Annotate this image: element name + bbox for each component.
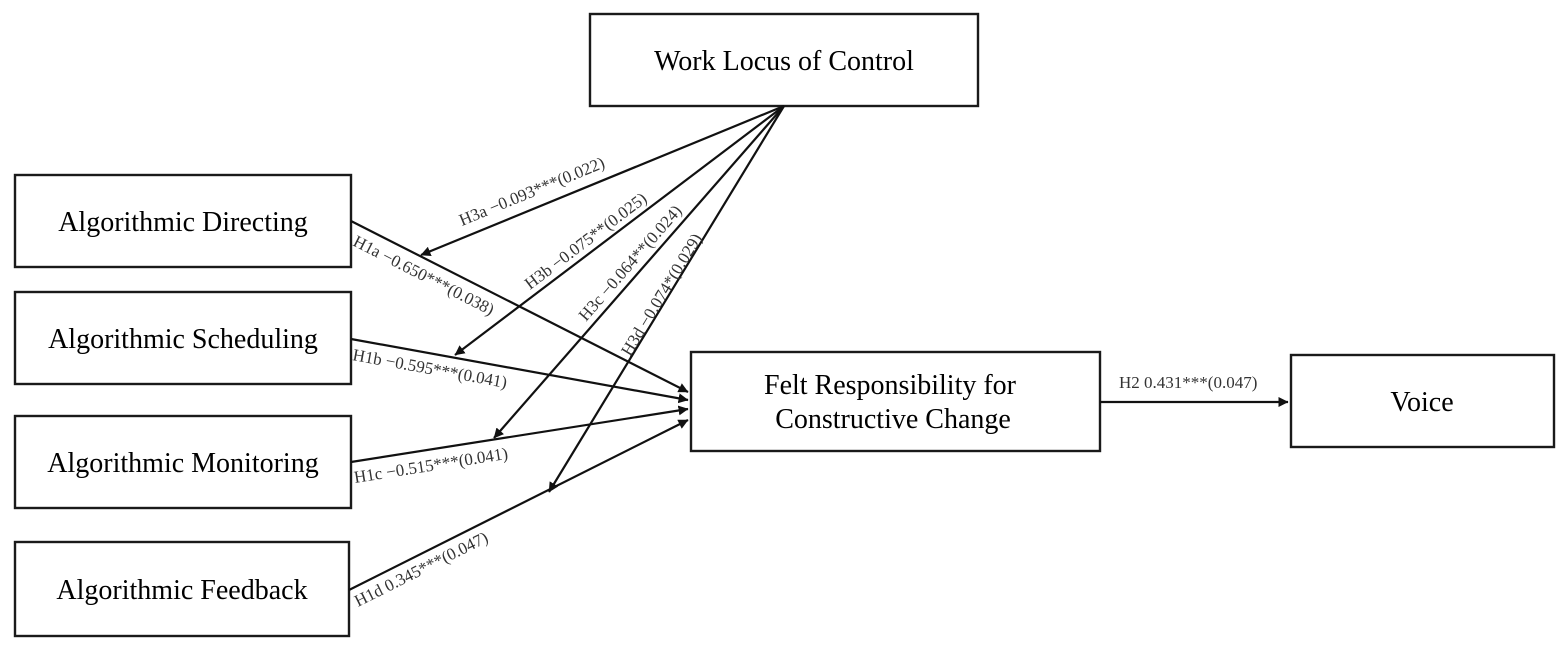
node-voice-label: Voice xyxy=(1390,387,1453,418)
node-algorithmic-scheduling-label: Algorithmic Scheduling xyxy=(48,324,318,355)
edge-h3a-arrow xyxy=(420,104,785,257)
node-algorithmic-monitoring: Algorithmic Monitoring xyxy=(13,414,353,510)
edge-h3d-arrow xyxy=(548,105,785,493)
node-algorithmic-scheduling: Algorithmic Scheduling xyxy=(13,290,353,386)
edge-h1d-label: H1d 0.345***(0.047) xyxy=(351,528,491,611)
edge-h2-label: H2 0.431***(0.047) xyxy=(1119,373,1257,392)
node-felt-responsibility-label-line2: Constructive Change xyxy=(775,404,1011,435)
node-algorithmic-feedback: Algorithmic Feedback xyxy=(13,540,351,638)
node-felt-responsibility: Felt Responsibility for Constructive Cha… xyxy=(689,350,1102,453)
node-algorithmic-feedback-label: Algorithmic Feedback xyxy=(56,575,307,606)
node-algorithmic-directing: Algorithmic Directing xyxy=(13,173,353,269)
edge-h3b-arrow xyxy=(454,105,785,356)
edge-h3b-label: H3b −0.075**(0.025) xyxy=(521,189,650,293)
node-work-locus-of-control: Work Locus of Control xyxy=(588,12,980,108)
edge-h1c-arrow xyxy=(350,405,689,464)
edge-h1b-arrow xyxy=(350,337,689,404)
node-algorithmic-directing-label: Algorithmic Directing xyxy=(58,207,308,238)
node-voice: Voice xyxy=(1289,353,1556,449)
node-work-locus-of-control-label: Work Locus of Control xyxy=(654,46,914,77)
edge-h3c-arrow xyxy=(493,105,785,439)
node-felt-responsibility-label-line1: Felt Responsibility for xyxy=(764,370,1017,401)
edge-h3a-label: H3a −0.093***(0.022) xyxy=(456,153,607,230)
node-algorithmic-monitoring-label: Algorithmic Monitoring xyxy=(47,448,318,479)
edge-h1a-label: H1a −0.650***(0.038) xyxy=(350,232,497,320)
edge-h1d-arrow xyxy=(348,419,689,591)
